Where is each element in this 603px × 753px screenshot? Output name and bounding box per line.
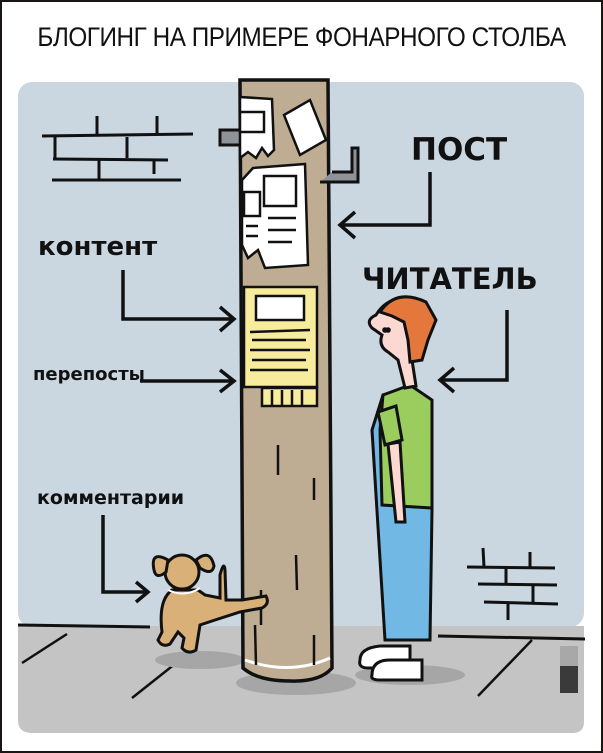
- label-post: ПОСТ: [411, 132, 508, 168]
- label-reposts: перепосты: [33, 364, 145, 385]
- label-comments: комментарии: [37, 487, 185, 509]
- reader-person: [358, 295, 438, 682]
- comic-title: БЛОГИНГ НА ПРИМЕРЕ ФОНАРНОГО СТОЛБА: [37, 22, 566, 52]
- brick-pattern-left: [41, 116, 194, 182]
- label-reader: ЧИТАТЕЛЬ: [362, 262, 538, 296]
- post-papers: [238, 95, 328, 270]
- label-content: контент: [38, 232, 158, 262]
- arrows: [101, 172, 509, 604]
- brick-pattern-right: [466, 547, 559, 620]
- dog: [151, 553, 269, 654]
- content-note: [242, 285, 319, 408]
